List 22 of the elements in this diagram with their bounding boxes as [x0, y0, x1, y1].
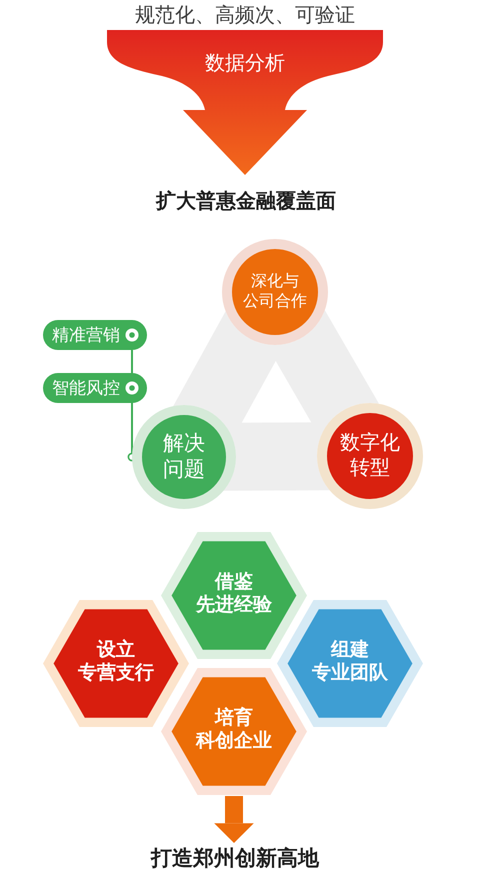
- circle-label: 数字化转型: [339, 431, 401, 481]
- hexagon-tile: [43, 600, 189, 727]
- funnel-arrow: [107, 30, 383, 175]
- hexagon-label: 组建专业团队: [311, 638, 389, 686]
- result-text: 扩大普惠金融覆盖面: [156, 188, 336, 214]
- hexagon-label: 借鉴先进经验: [195, 570, 273, 618]
- hexagon-tile: [161, 668, 307, 795]
- circle-label: 解决问题: [162, 430, 206, 483]
- subtitle-text: 规范化、高频次、可验证: [135, 4, 355, 28]
- hexagon-label: 设立专营支行: [77, 638, 155, 686]
- tag-pill: [43, 320, 147, 350]
- funnel-label: 数据分析: [205, 52, 285, 76]
- hexagon-tile: [277, 600, 423, 727]
- tag-label: 精准营销: [52, 324, 120, 346]
- circle-label: 深化与公司合作: [242, 272, 308, 312]
- connector-band: [223, 422, 330, 491]
- outcome-text: 打造郑州创新高地: [151, 844, 319, 872]
- arrow: [214, 796, 254, 843]
- hexagon-label: 培育科创企业: [195, 706, 273, 754]
- tag-label: 智能风控: [52, 378, 120, 400]
- hexagon-tile: [161, 532, 307, 659]
- tag-pill: [43, 373, 147, 403]
